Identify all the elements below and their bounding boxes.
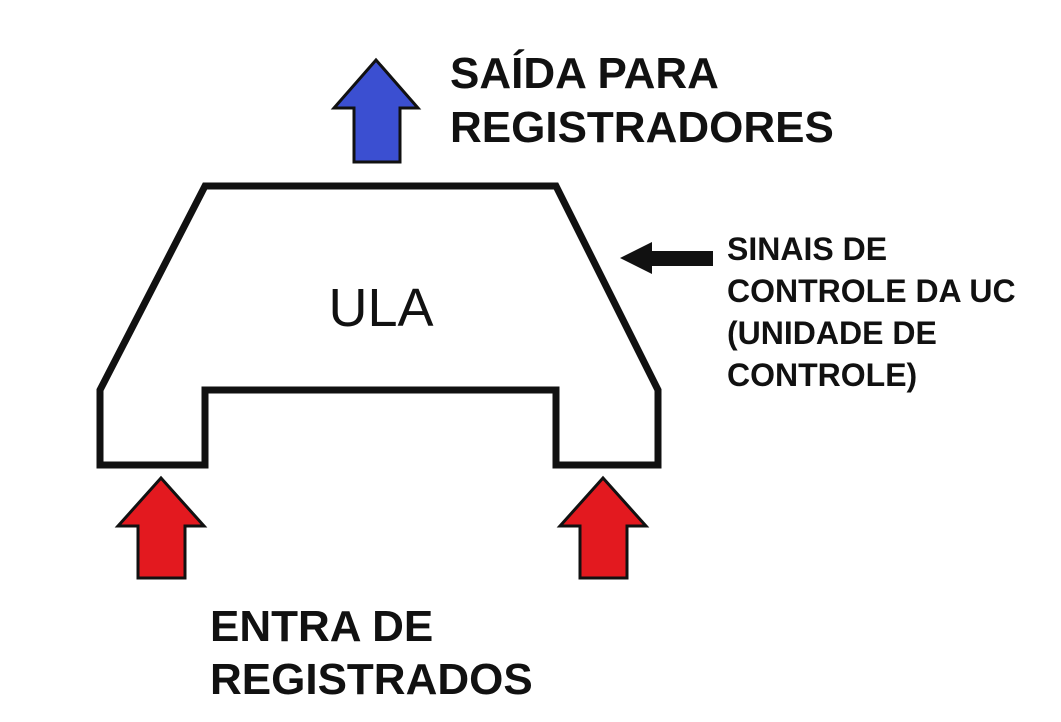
input-label-line-2: REGISTRADOS bbox=[210, 655, 533, 704]
output-label-line-1: SAÍDA PARA bbox=[450, 48, 718, 98]
input-label: ENTRA DE REGISTRADOS bbox=[210, 602, 533, 704]
output-label: SAÍDA PARA REGISTRADORES bbox=[450, 48, 834, 152]
ula-block bbox=[96, 182, 662, 469]
control-arrow-icon bbox=[620, 242, 713, 274]
control-label-line-3: (UNIDADE DE bbox=[727, 315, 937, 351]
input-arrow-right-icon bbox=[556, 475, 650, 580]
control-label: SINAIS DE CONTROLE DA UC (UNIDADE DE CON… bbox=[727, 231, 1024, 393]
input-arrow-left-icon bbox=[114, 475, 208, 580]
control-label-line-2: CONTROLE DA UC bbox=[727, 273, 1016, 309]
ula-label: ULA bbox=[328, 278, 433, 338]
input-label-line-1: ENTRA DE bbox=[210, 602, 433, 651]
output-arrow-icon bbox=[330, 57, 422, 164]
output-label-line-2: REGISTRADORES bbox=[450, 103, 834, 152]
control-label-line-4: CONTROLE) bbox=[727, 357, 917, 393]
control-label-line-1: SINAIS DE bbox=[727, 231, 887, 267]
